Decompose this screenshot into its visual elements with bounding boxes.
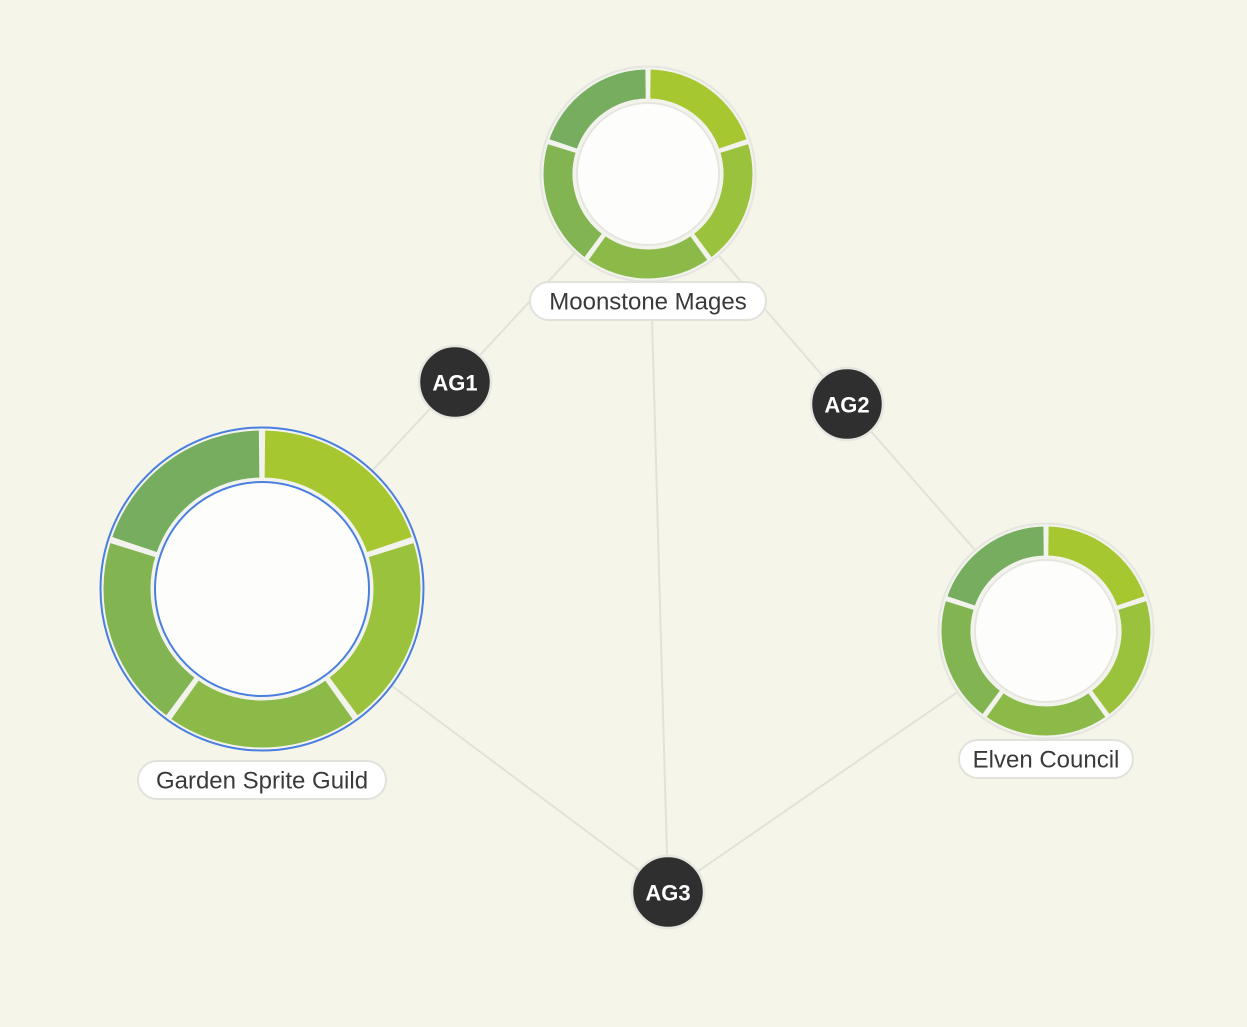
- ring-segment-5[interactable]: [545, 66, 649, 153]
- node-label-box: [958, 739, 1134, 779]
- node-label[interactable]: Moonstone Mages: [529, 281, 767, 321]
- ring-outline: [99, 426, 425, 752]
- hub-circle: [417, 344, 493, 420]
- node-garden[interactable]: Garden Sprite Guild: [99, 426, 425, 800]
- ring-segment-4[interactable]: [938, 597, 1004, 719]
- hub-ag2[interactable]: AG2: [809, 366, 885, 442]
- hub-ag1[interactable]: AG1: [417, 344, 493, 420]
- ring-segment-1[interactable]: [261, 427, 416, 556]
- ring-center: [974, 559, 1118, 703]
- node-elven[interactable]: Elven Council: [937, 522, 1155, 779]
- node-label-box: [137, 760, 387, 800]
- node-label-box: [529, 281, 767, 321]
- ring-segment-3[interactable]: [982, 689, 1110, 739]
- ring-segment-2[interactable]: [325, 539, 424, 720]
- ring-segment-3[interactable]: [167, 676, 357, 751]
- node-label-text: Moonstone Mages: [549, 289, 746, 316]
- hub-label: AG1: [432, 371, 477, 396]
- ring-segment-4[interactable]: [540, 140, 606, 262]
- node-label[interactable]: Garden Sprite Guild: [137, 760, 387, 800]
- ring-segment-5[interactable]: [108, 427, 263, 556]
- ring-segment-1[interactable]: [1045, 523, 1149, 610]
- hub-circle: [630, 854, 706, 930]
- hub-label: AG2: [824, 393, 869, 418]
- hub-label: AG3: [645, 881, 690, 906]
- node-label[interactable]: Elven Council: [958, 739, 1134, 779]
- hub-ag3[interactable]: AG3: [630, 854, 706, 930]
- hub-circle: [809, 366, 885, 442]
- ring-center: [154, 481, 370, 697]
- ring-segment-1[interactable]: [647, 66, 751, 153]
- ring-center: [576, 102, 720, 246]
- ring-outline: [937, 522, 1155, 740]
- ring-segment-2[interactable]: [1088, 597, 1154, 719]
- node-label-text: Garden Sprite Guild: [156, 768, 368, 795]
- node-moonstone[interactable]: Moonstone Mages: [529, 65, 767, 321]
- ring-segment-4[interactable]: [100, 539, 199, 720]
- ring-segment-2[interactable]: [690, 140, 756, 262]
- ring-segment-3[interactable]: [584, 232, 712, 282]
- ring-segment-5[interactable]: [943, 523, 1047, 610]
- node-label-text: Elven Council: [973, 747, 1120, 774]
